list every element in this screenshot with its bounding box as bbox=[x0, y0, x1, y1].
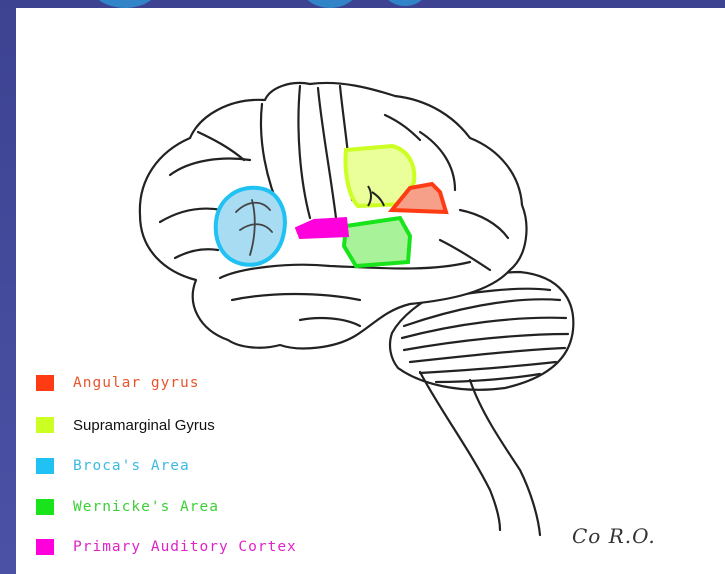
legend-item-broca-area: Broca's Area bbox=[36, 455, 396, 477]
wernicke-area-region bbox=[344, 218, 410, 266]
artist-signature: Co R.O. bbox=[572, 524, 656, 548]
legend-label: Broca's Area bbox=[73, 458, 190, 474]
legend-item-wernicke-area: Wernicke's Area bbox=[36, 496, 396, 518]
legend-item-primary-auditory-cortex: Primary Auditory Cortex bbox=[36, 536, 396, 558]
primary-auditory-cortex-swatch bbox=[36, 539, 54, 555]
brainstem-outline bbox=[420, 372, 500, 530]
legend-label: Primary Auditory Cortex bbox=[73, 539, 297, 555]
wernicke-area-swatch bbox=[36, 499, 54, 515]
broca-area-swatch bbox=[36, 458, 54, 474]
legend-label: Supramarginal Gyrus bbox=[73, 417, 215, 434]
legend-label: Angular gyrus bbox=[73, 375, 200, 391]
legend-label: Wernicke's Area bbox=[73, 499, 219, 515]
supramarginal-gyrus-swatch bbox=[36, 417, 54, 433]
legend-item-supramarginal-gyrus: Supramarginal Gyrus bbox=[36, 414, 396, 436]
angular-gyrus-swatch bbox=[36, 375, 54, 391]
legend-item-angular-gyrus: Angular gyrus bbox=[36, 372, 396, 394]
